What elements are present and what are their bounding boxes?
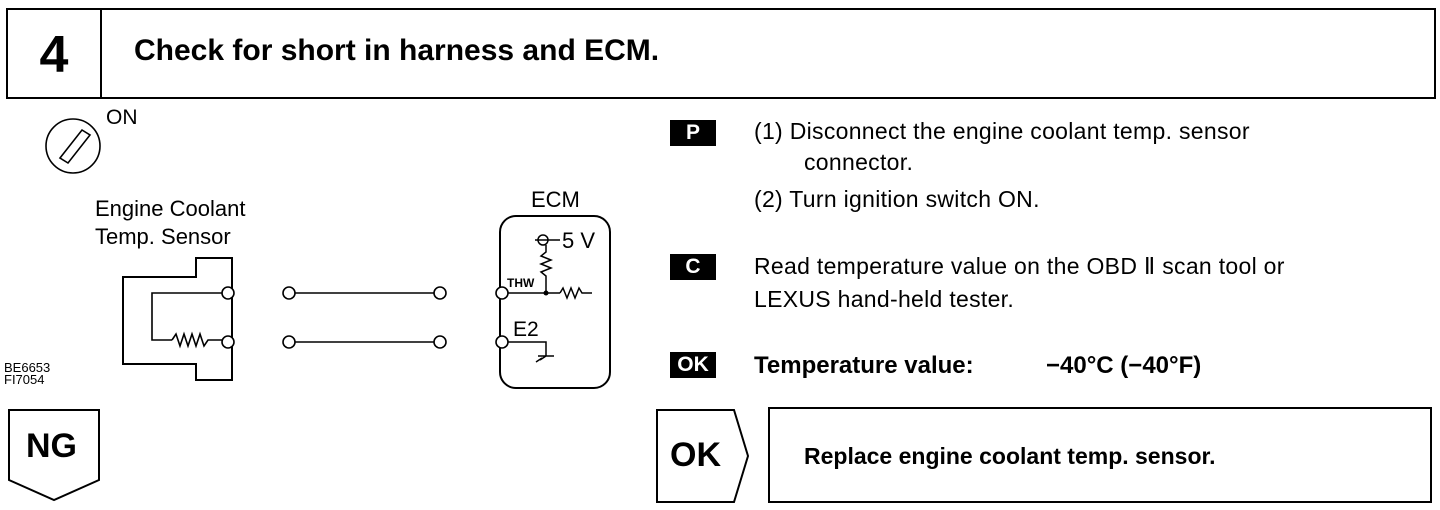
p-step-1-cont: connector. xyxy=(804,149,914,175)
ng-tag: NG xyxy=(26,427,77,465)
step-number: 4 xyxy=(8,10,102,99)
sensor-connector-housing xyxy=(122,257,233,381)
ecm-ground-symbol xyxy=(508,341,554,363)
ng-tag-shape xyxy=(8,409,100,502)
step-header: 4 Check for short in harness and ECM. xyxy=(6,8,1436,99)
harness-wire-e2 xyxy=(282,335,447,349)
figure-codes: BE6653 FI7054 xyxy=(4,360,51,387)
step-title: Check for short in harness and ECM. xyxy=(134,34,660,67)
c-step-line-2: LEXUS hand-held tester. xyxy=(754,286,1015,312)
p-step-1: (1) Disconnect the engine coolant temp. … xyxy=(754,118,1250,144)
sensor-internal-wire xyxy=(151,292,228,341)
thw-terminal-label: THW xyxy=(507,276,535,290)
ecm-label: ECM xyxy=(531,187,580,212)
sensor-resistor-symbol xyxy=(171,331,222,349)
spec-label: Temperature value: xyxy=(754,352,974,379)
sensor-label: Engine Coolant Temp. Sensor xyxy=(95,196,246,249)
ok-action-box: Replace engine coolant temp. sensor. xyxy=(768,407,1432,503)
ok-tag-shape xyxy=(656,409,750,503)
ok-tag: OK xyxy=(670,436,721,474)
c-step-line-1: Read temperature value on the OBD Ⅱ scan… xyxy=(754,253,1285,279)
p-badge: P xyxy=(670,120,716,146)
spec-value: −40°C (−40°F) xyxy=(1046,352,1202,379)
ignition-switch-icon xyxy=(45,118,101,174)
ecm-pullup-resistor xyxy=(538,245,554,293)
voltage-label: 5 V xyxy=(562,228,596,253)
harness-wire-thw xyxy=(282,286,447,300)
ecm-box xyxy=(499,215,611,389)
ignition-on-label: ON xyxy=(106,106,138,129)
p-step-2: (2) Turn ignition switch ON. xyxy=(754,186,1040,212)
e2-terminal-label: E2 xyxy=(513,318,539,341)
ok-spec-badge: OK xyxy=(670,352,716,378)
ok-action-text: Replace engine coolant temp. sensor. xyxy=(804,443,1216,469)
c-badge: C xyxy=(670,254,716,280)
